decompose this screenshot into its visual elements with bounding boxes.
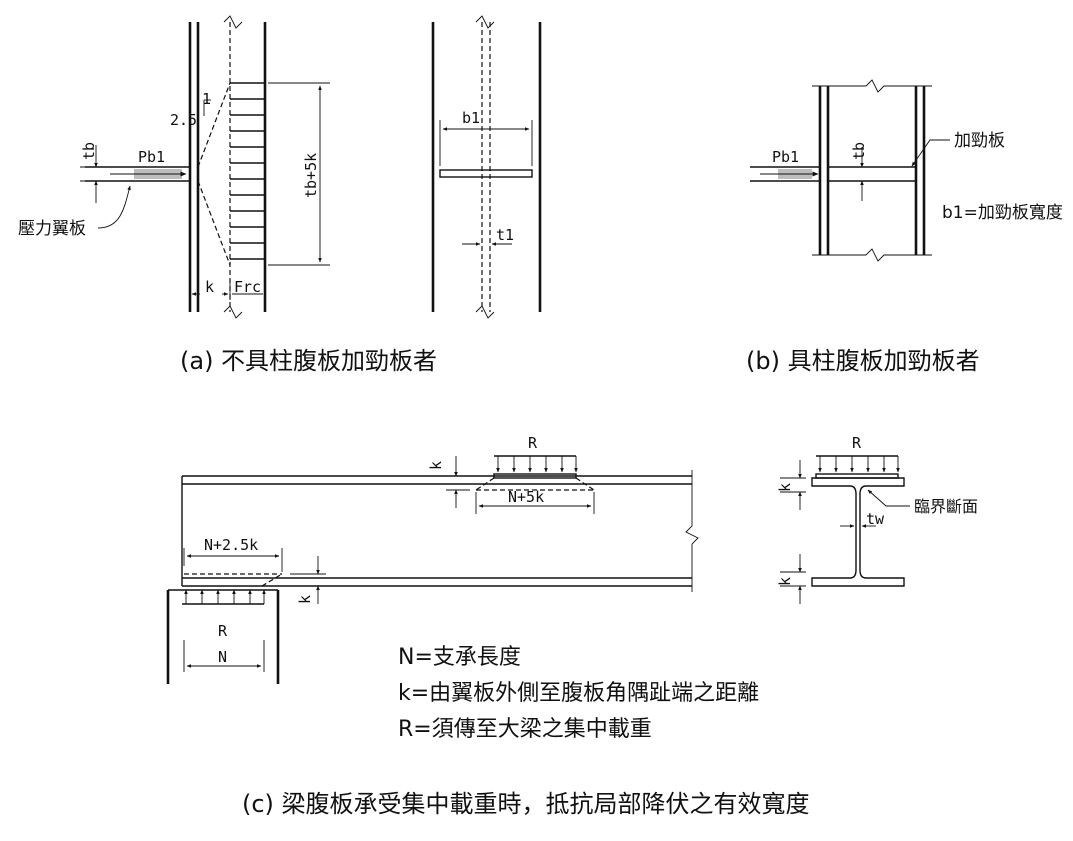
frc-label: Frc: [234, 278, 261, 296]
r-top-label: R: [528, 434, 538, 452]
tb-label-b: tb: [850, 142, 868, 160]
tb-label-a: tb: [80, 142, 98, 160]
b1-dimension: [439, 120, 533, 166]
tb5k-label: tb+5k: [302, 153, 320, 198]
k-frc-dimension: [189, 278, 266, 300]
panel-b: [750, 79, 950, 262]
k-label-a: k: [205, 278, 214, 296]
pb1-label-a: Pb1: [138, 148, 165, 166]
caption-c: (c) 梁腹板承受集中載重時，抵抗局部降伏之有效寬度: [242, 790, 810, 818]
slope-1-label: 1: [202, 90, 211, 108]
legend-item: N=支承長度: [398, 645, 521, 670]
column-side-view: [188, 15, 267, 319]
r-section-label: R: [852, 434, 862, 452]
panel-a: Pb1 tb 壓力翼板 2.5 1: [18, 15, 542, 319]
legend-item: R=須傳至大梁之集中載重: [398, 717, 652, 742]
i-section: [780, 455, 910, 604]
legend-item: k=由翼板外側至腹板角隅趾端之距離: [398, 681, 759, 706]
stiffener-label: 加勁板: [954, 131, 1005, 151]
compression-flange-label: 壓力翼板: [18, 219, 86, 239]
pb1-label-b: Pb1: [772, 148, 799, 166]
stress-distribution-hatch: [230, 82, 265, 260]
tw-label: tw: [866, 510, 885, 528]
k-top-label: k: [427, 461, 445, 470]
caption-a: (a) 不具柱腹板加勁板者: [180, 347, 437, 375]
k-bottom-label: k: [296, 595, 314, 604]
compression-flange: [85, 166, 190, 182]
r-bottom-label: R: [218, 622, 228, 640]
t1-label: t1: [496, 226, 514, 244]
n25k-label: N+2.5k: [204, 536, 258, 554]
tb-dimension-a: [80, 145, 110, 203]
b1-label-a: b1: [462, 109, 480, 127]
slope-2-5-label: 2.5: [170, 111, 197, 129]
tb5k-dimension: [268, 82, 330, 266]
compression-flange-leader: [97, 185, 131, 229]
column-front-view: [431, 15, 542, 319]
critical-section-label: 臨界斷面: [914, 497, 978, 516]
k-section-bottom-label: k: [776, 577, 794, 586]
panel-c-beam: [166, 455, 699, 684]
b1-definition: b1=加勁板寬度: [942, 203, 1063, 223]
n-label: N: [218, 648, 227, 666]
stress-dispersion: [197, 82, 231, 266]
n5k-label: N+5k: [508, 488, 544, 506]
k-section-top-label: k: [776, 483, 794, 492]
caption-b: (b) 具柱腹板加勁板者: [746, 347, 980, 375]
legend: N=支承長度 k=由翼板外側至腹板角隅趾端之距離 R=須傳至大梁之集中載重: [398, 645, 759, 742]
